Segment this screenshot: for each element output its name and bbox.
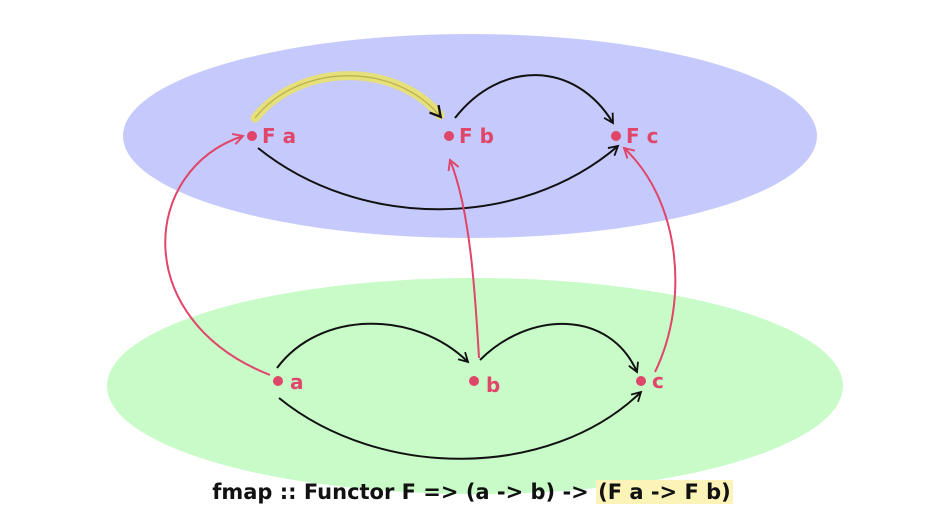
node-Fa-dot [247, 131, 257, 141]
node-a: a [273, 370, 304, 394]
node-Fc: F c [611, 124, 658, 148]
node-b: b [469, 373, 500, 397]
fmap-arrow-b [447, 158, 480, 359]
node-Fb-label: F b [459, 124, 494, 148]
node-a-label: a [290, 370, 304, 394]
arrow-a-to-b [276, 322, 470, 369]
node-b-dot [469, 376, 479, 386]
fmap-result-arrow [254, 75, 440, 118]
fmap-arrow-c [622, 146, 677, 373]
caption-highlighted-type: (F a -> F b) [596, 480, 733, 504]
source-category-ellipse [107, 278, 843, 494]
node-a-dot [273, 376, 283, 386]
arrow-a-to-c [278, 390, 643, 460]
node-c-label: c [652, 369, 664, 393]
node-Fa-label: F a [262, 124, 296, 148]
caption-prefix: fmap :: Functor F => (a -> b) -> [212, 480, 597, 504]
node-Fc-dot [611, 131, 621, 141]
arrow-Fa-to-Fc [257, 144, 620, 211]
fmap-signature-caption: fmap :: Functor F => (a -> b) -> (F a ->… [0, 480, 945, 504]
arrow-b-to-c [479, 322, 639, 374]
node-Fb-dot [444, 131, 454, 141]
node-c: c [636, 369, 664, 393]
node-b-label: b [486, 373, 500, 397]
node-Fb: F b [444, 124, 494, 148]
arrow-Fb-to-Fc [454, 74, 614, 125]
node-Fc-label: F c [626, 124, 658, 148]
node-c-dot [636, 376, 646, 386]
node-Fa: F a [247, 124, 296, 148]
fmap-arrow-a [164, 132, 271, 376]
